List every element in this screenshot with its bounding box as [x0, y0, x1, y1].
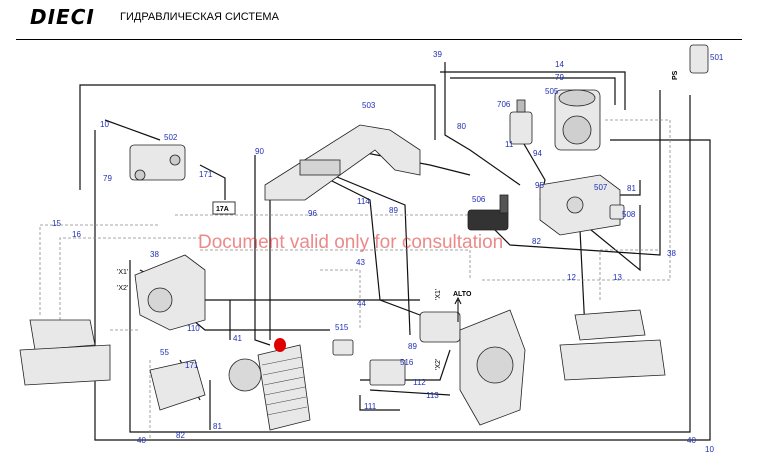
component-labels: 501 503 502 505 706 506 507 508 515 516 …: [164, 53, 724, 367]
red-marker: [274, 338, 286, 352]
label-17a: 17A: [216, 206, 229, 213]
svg-text:171: 171: [199, 170, 213, 179]
svg-text:82: 82: [176, 431, 185, 440]
svg-text:90: 90: [255, 147, 264, 156]
svg-text:55: 55: [160, 348, 169, 357]
svg-text:10: 10: [100, 120, 109, 129]
svg-text:41: 41: [233, 334, 242, 343]
svg-text:38: 38: [667, 249, 676, 258]
svg-text:10: 10: [705, 445, 714, 454]
svg-text:40: 40: [687, 436, 696, 445]
port-labels: 'X1' 'X2' 'X1' 'X2' ALTO PS: [117, 70, 679, 370]
label-506: 506: [472, 195, 486, 204]
brand-logo: DIECI: [30, 5, 95, 29]
label-706: 706: [497, 100, 511, 109]
svg-text:'X1': 'X1': [117, 269, 128, 276]
header: DIECI ГИДРАВЛИЧЕСКАЯ СИСТЕМА: [0, 0, 768, 40]
svg-text:16: 16: [72, 230, 81, 239]
label-508: 508: [622, 210, 636, 219]
svg-text:'X1': 'X1': [435, 289, 442, 300]
label-502: 502: [164, 133, 178, 142]
svg-text:PS: PS: [672, 70, 679, 80]
svg-text:89: 89: [408, 342, 417, 351]
label-505: 505: [545, 87, 559, 96]
svg-text:15: 15: [52, 219, 61, 228]
svg-text:12: 12: [567, 273, 576, 282]
svg-text:82: 82: [532, 237, 541, 246]
alto-arrow-icon: [454, 296, 462, 322]
svg-text:111: 111: [364, 402, 377, 411]
svg-text:81: 81: [213, 422, 222, 431]
svg-text:79: 79: [555, 73, 564, 82]
document-title: ГИДРАВЛИЧЕСКАЯ СИСТЕМА: [120, 11, 279, 23]
label-501: 501: [710, 53, 724, 62]
svg-text:89: 89: [389, 206, 398, 215]
svg-text:79: 79: [103, 174, 112, 183]
svg-text:114: 114: [357, 197, 370, 206]
svg-text:40: 40: [137, 436, 146, 445]
svg-text:ALTO: ALTO: [453, 291, 472, 298]
consultation-watermark: Document valid only for consultation: [198, 232, 504, 253]
svg-text:112: 112: [413, 378, 426, 387]
svg-text:94: 94: [533, 149, 542, 158]
label-516: 516: [400, 358, 414, 367]
svg-text:'X2': 'X2': [117, 285, 128, 292]
svg-text:44: 44: [357, 299, 366, 308]
svg-text:171: 171: [185, 361, 199, 370]
label-503: 503: [362, 101, 376, 110]
svg-text:13: 13: [613, 273, 622, 282]
svg-text:39: 39: [433, 50, 442, 59]
label-507: 507: [594, 183, 608, 192]
svg-text:95: 95: [535, 181, 544, 190]
svg-text:110: 110: [187, 324, 200, 333]
svg-text:113: 113: [426, 391, 439, 400]
header-divider: [16, 39, 742, 40]
line-labels: 39 14 79 10 80 90 11 95 94 79 171 81 96 …: [52, 50, 714, 454]
svg-text:96: 96: [308, 209, 317, 218]
svg-text:43: 43: [356, 258, 365, 267]
svg-text:81: 81: [627, 184, 636, 193]
svg-text:38: 38: [150, 250, 159, 259]
svg-text:14: 14: [555, 60, 564, 69]
svg-text:'X2': 'X2': [435, 359, 442, 370]
svg-text:80: 80: [457, 122, 466, 131]
svg-text:11: 11: [505, 140, 514, 149]
label-515: 515: [335, 323, 349, 332]
